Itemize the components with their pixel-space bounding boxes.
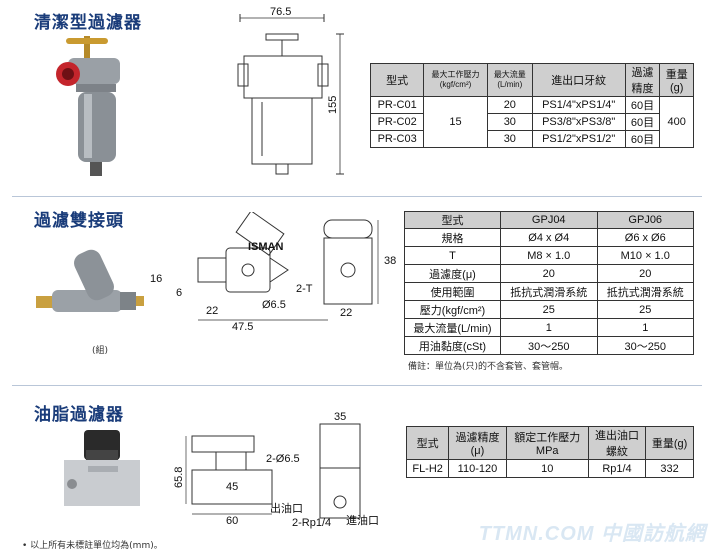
table-cell: M10 × 1.0 [596,246,694,265]
row-label: T [404,246,501,265]
dim-2-rp: 2-Rp1/4 [292,517,331,529]
th-thread: 螺紋 [605,446,628,458]
table-cell: 110-120 [448,459,507,478]
th-weight: 重量(g) [645,426,694,460]
table-cell: PS1/2"xPS1/2" [531,130,626,148]
dim-47-5: 47.5 [232,321,253,333]
th-thread: 進出口牙紋 [531,63,626,97]
table-cell: 60目 [624,130,661,148]
th-weight: 重量 [665,69,688,81]
th-max-pressure: 最大工作壓力 [431,70,480,79]
th-pressure-unit: MPa [535,445,559,457]
table-cell: M8 × 1.0 [500,246,598,265]
row-label: 用油黏度(cSt) [404,336,501,355]
watermark: TTMN.COM 中國訪航網 [478,523,706,545]
th-precision: 精度 [631,83,654,95]
table-cell-pressure: 15 [423,96,488,148]
th-filter: 過濾 [631,67,654,79]
row-label: 壓力(kgf/cm²) [404,300,501,319]
table-cell: 25 [500,300,598,319]
table-cell: 抵抗式潤滑系統 [500,282,598,301]
dim-height: 155 [327,96,339,114]
dim-phi-6-5: Ø6.5 [262,299,286,311]
row-label: 最大流量(L/min) [404,318,501,337]
dim-2t: 2-T [296,283,313,295]
table-cell: Ø4 x Ø4 [500,228,598,247]
table-cell: FL-H2 [405,459,450,478]
table-cell: 20 [486,96,533,114]
table-cell: Ø6 x Ø6 [596,228,694,247]
th-rated-pressure: 額定工作壓力 [514,432,581,444]
spec-table-cleaning-filter: 型式 最大工作壓力(kgf/cm²) 最大流量(L/min) 進出口牙紋 過濾精… [369,63,694,148]
label-outlet: 出油口 [270,501,303,515]
row-label: 過濾度(μ) [404,264,501,283]
table-cell: 10 [505,459,589,478]
footnote: • 以上所有未標註單位均為(mm)。 [22,541,163,551]
dim-45: 45 [226,481,238,493]
th-pressure-unit: (kgf/cm²) [439,80,472,89]
table-cell: PS1/4"xPS1/4" [531,96,626,114]
th-flow-unit: (L/min) [497,80,523,89]
th-precision: 過濾精度 [455,432,500,444]
th-precision-unit: (μ) [470,445,485,457]
dim-width: 76.5 [270,6,291,18]
table-cell: Rp1/4 [587,459,647,478]
table-cell: PR-C02 [369,113,425,131]
table-cell: 1 [500,318,598,337]
table-cell: 1 [596,318,694,337]
dim-2-phi-6-5: 2-Ø6.5 [266,453,300,465]
filter-joint-drawing: ISMAN 16 6 22 47.5 Ø6.5 2-T 38 22 [150,212,396,333]
photo-caption: (組) [92,346,109,356]
filter-joint-photo [36,249,144,312]
table-cell: 30 [486,113,533,131]
table-cell: 20 [500,264,598,283]
table-cell: PR-C03 [369,130,425,148]
dim-38: 38 [384,255,396,267]
table-cell: 20 [596,264,694,283]
table-cell: 抵抗式潤滑系統 [596,282,694,301]
dim-22b: 22 [340,307,352,319]
section-divider [12,385,702,386]
table-cell: 332 [645,459,694,478]
table-cell: 25 [596,300,694,319]
svg-text:ISMAN: ISMAN [248,241,284,253]
dim-6: 6 [176,287,182,299]
cleaning-filter-photo [56,36,120,176]
section-title-grease-filter: 油脂過濾器 [34,405,124,425]
section-divider [12,196,702,197]
th-gpj06: GPJ06 [596,211,694,229]
th-weight-unit: (g) [670,82,684,94]
row-label: 使用範圍 [404,282,501,301]
section-title-cleaning-filter: 清潔型過濾器 [34,13,142,33]
th-model: 型式 [404,211,501,229]
table-cell: PS3/8"xPS3/8" [531,113,626,131]
dim-16: 16 [150,273,162,285]
table-cell: 60目 [624,113,661,131]
table-cell: 30～250 [596,336,694,355]
dim-60: 60 [226,515,238,527]
cleaning-filter-drawing: 76.5 155 [237,6,344,175]
row-label: 規格 [404,228,501,247]
table-cell: 30～250 [500,336,598,355]
th-max-flow: 最大流量 [493,70,526,79]
dim-22a: 22 [206,305,218,317]
table-cell-weight: 400 [659,96,694,148]
table-cell: 60目 [624,96,661,114]
grease-filter-photo [64,430,140,506]
label-inlet: 進油口 [346,513,379,527]
grease-filter-drawing: 35 65.8 45 60 2-Ø6.5 出油口 2-Rp1/4 進油口 [173,411,379,529]
table-note: 備註：單位為(只)的不含套管、套管帽。 [408,362,569,372]
dim-65-8: 65.8 [173,467,185,488]
th-model: 型式 [369,63,425,97]
th-model: 型式 [405,426,450,460]
table-cell: PR-C01 [369,96,425,114]
dim-35: 35 [334,411,346,423]
th-gpj04: GPJ04 [500,211,598,229]
table-cell: 30 [486,130,533,148]
th-port: 進出油口 [594,430,639,442]
section-title-filter-joint: 過濾雙接頭 [34,211,124,231]
